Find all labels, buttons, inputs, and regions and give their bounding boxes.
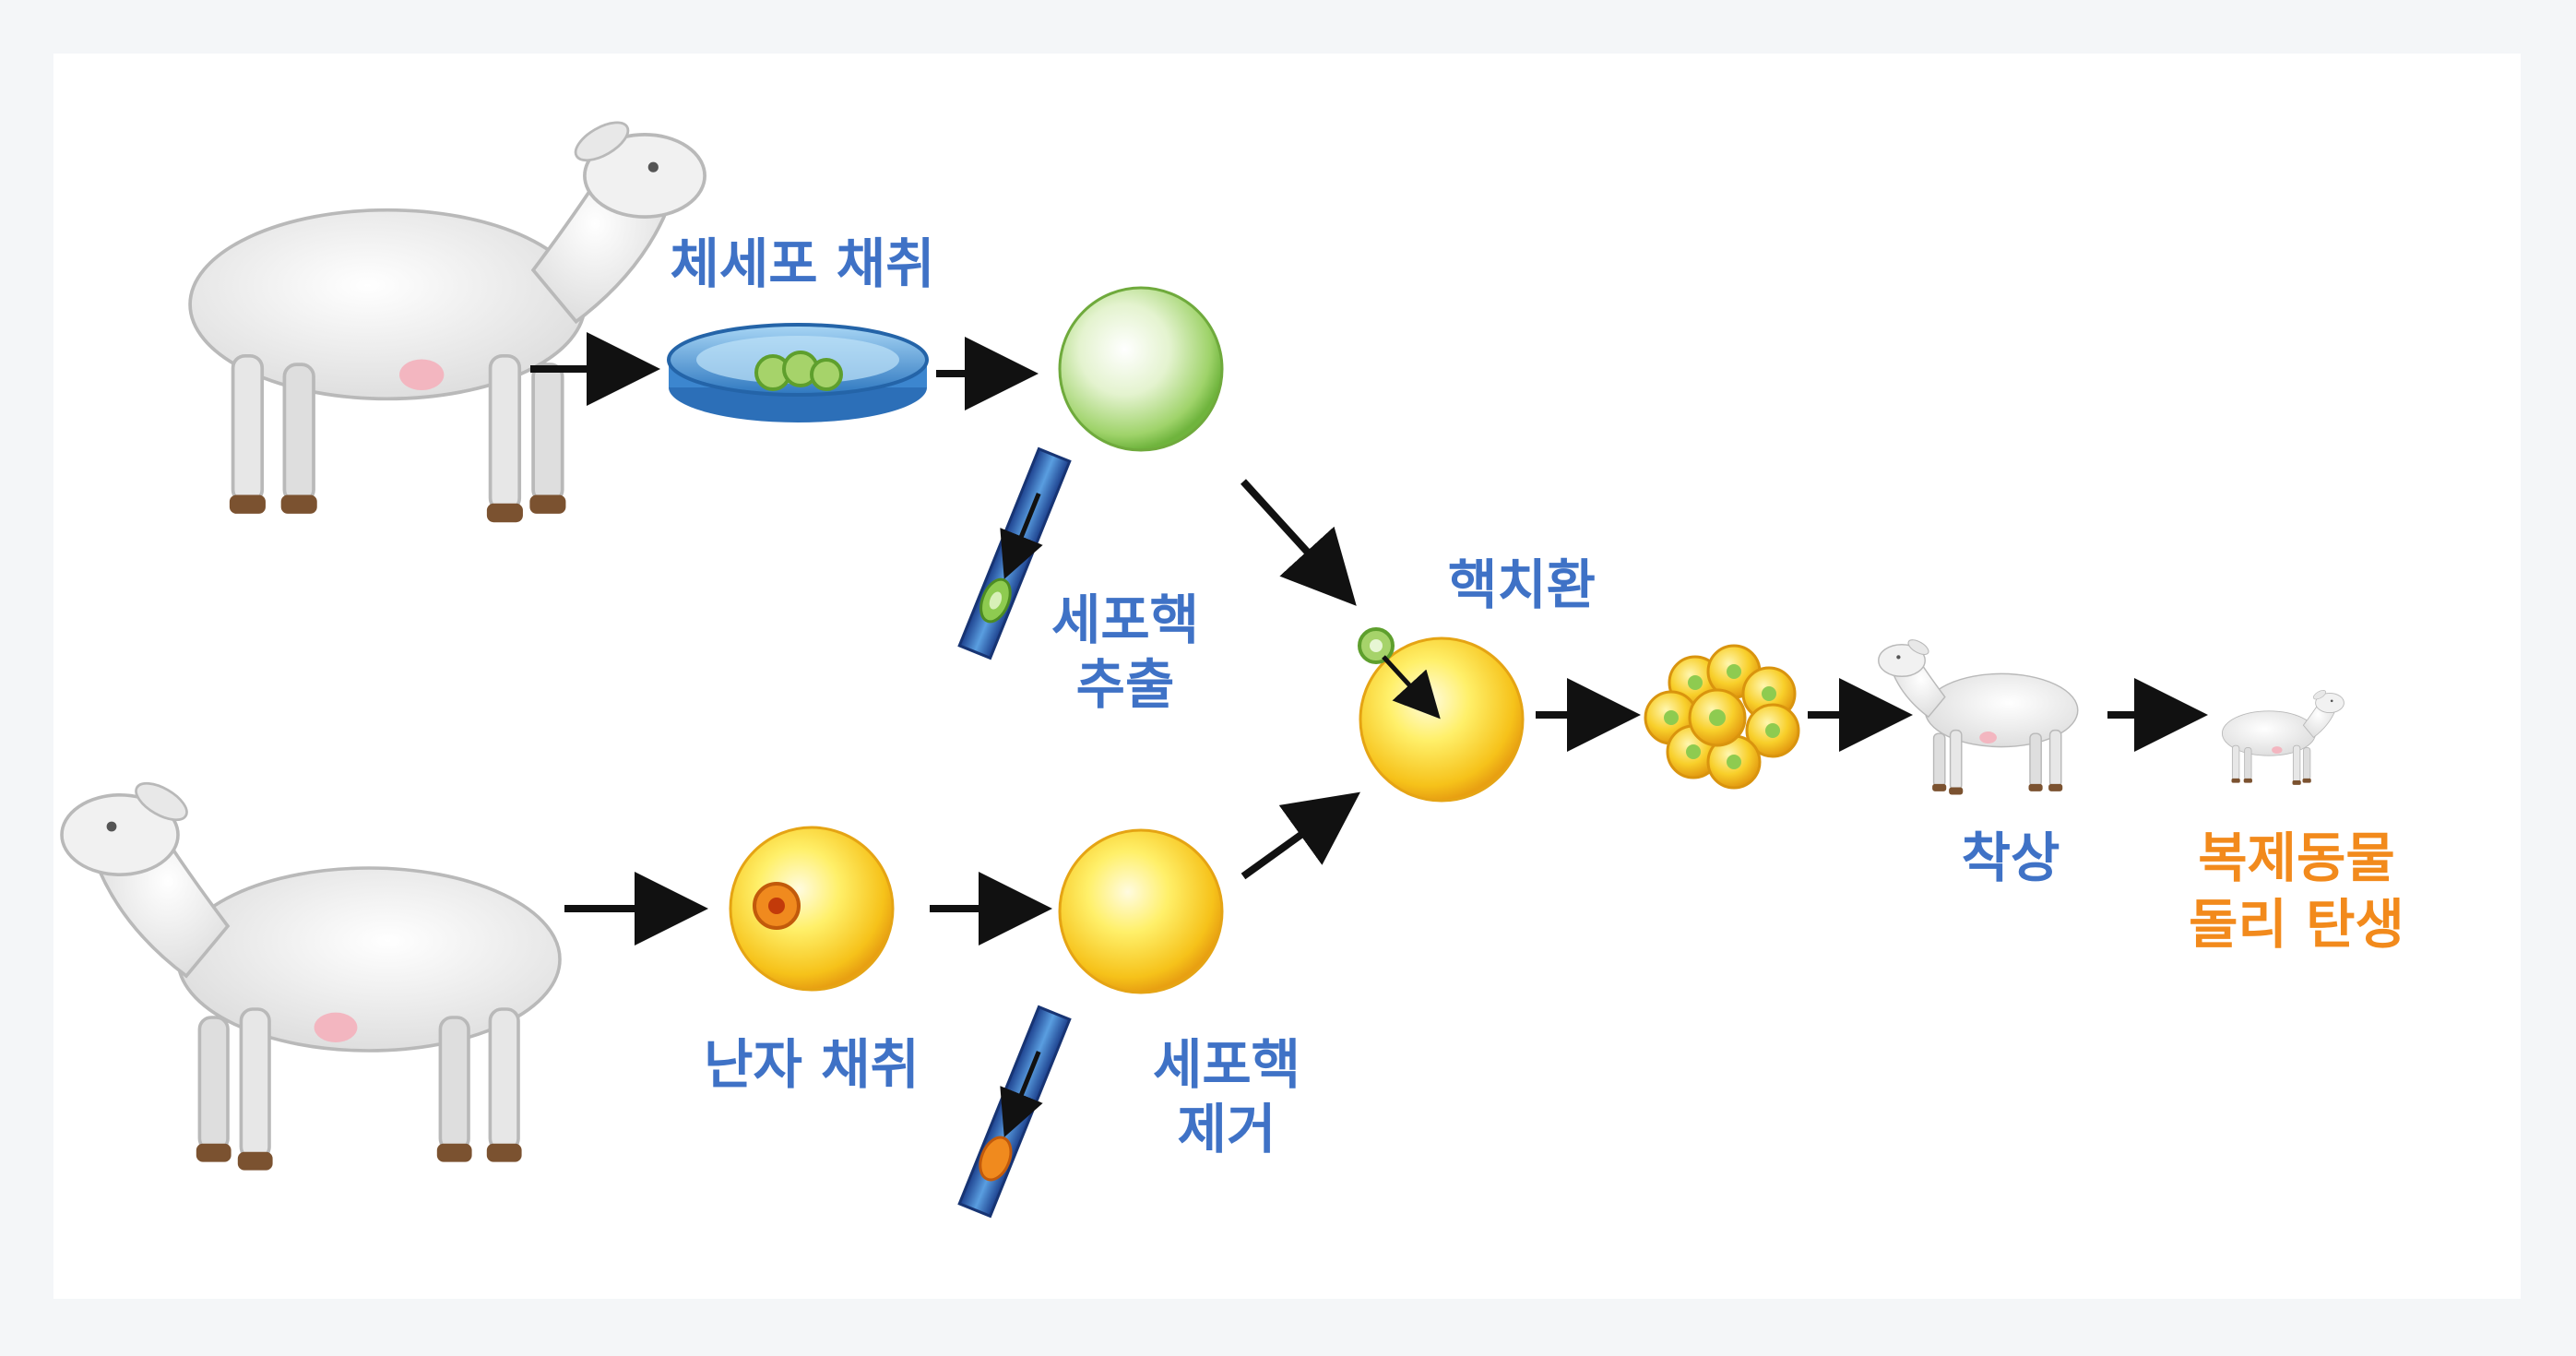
egg-cell-icon xyxy=(729,826,895,992)
label-somatic-cell-collection: 체세포 채취 xyxy=(670,232,935,295)
label-nucleus-removal-1: 세포핵 xyxy=(1152,1033,1301,1096)
nuclear-transfer-cell-icon xyxy=(1358,627,1525,803)
arrow-cell-to-transfer xyxy=(1241,479,1357,606)
enucleated-egg-icon xyxy=(1058,828,1224,994)
arrow-egg-to-transfer xyxy=(1241,791,1360,880)
label-nucleus-removal-2: 제거 xyxy=(1177,1098,1276,1160)
label-nucleus-extraction-1: 세포핵 xyxy=(1051,589,1200,651)
embryo-icon xyxy=(1644,644,1800,790)
pipette-extract-icon xyxy=(957,446,1072,660)
label-nucleus-extraction-2: 추출 xyxy=(1075,653,1175,716)
label-clone-birth-1: 복제동물 xyxy=(2198,827,2395,889)
label-egg-collection: 난자 채취 xyxy=(704,1033,920,1096)
pipette-remove-icon xyxy=(957,1005,1072,1219)
petri-dish-icon xyxy=(667,323,929,422)
somatic-cell-icon xyxy=(1058,286,1224,452)
label-clone-birth-2: 돌리 탄생 xyxy=(2189,893,2404,956)
label-nuclear-transfer: 핵치환 xyxy=(1447,553,1597,616)
label-implantation: 착상 xyxy=(1961,827,2060,889)
